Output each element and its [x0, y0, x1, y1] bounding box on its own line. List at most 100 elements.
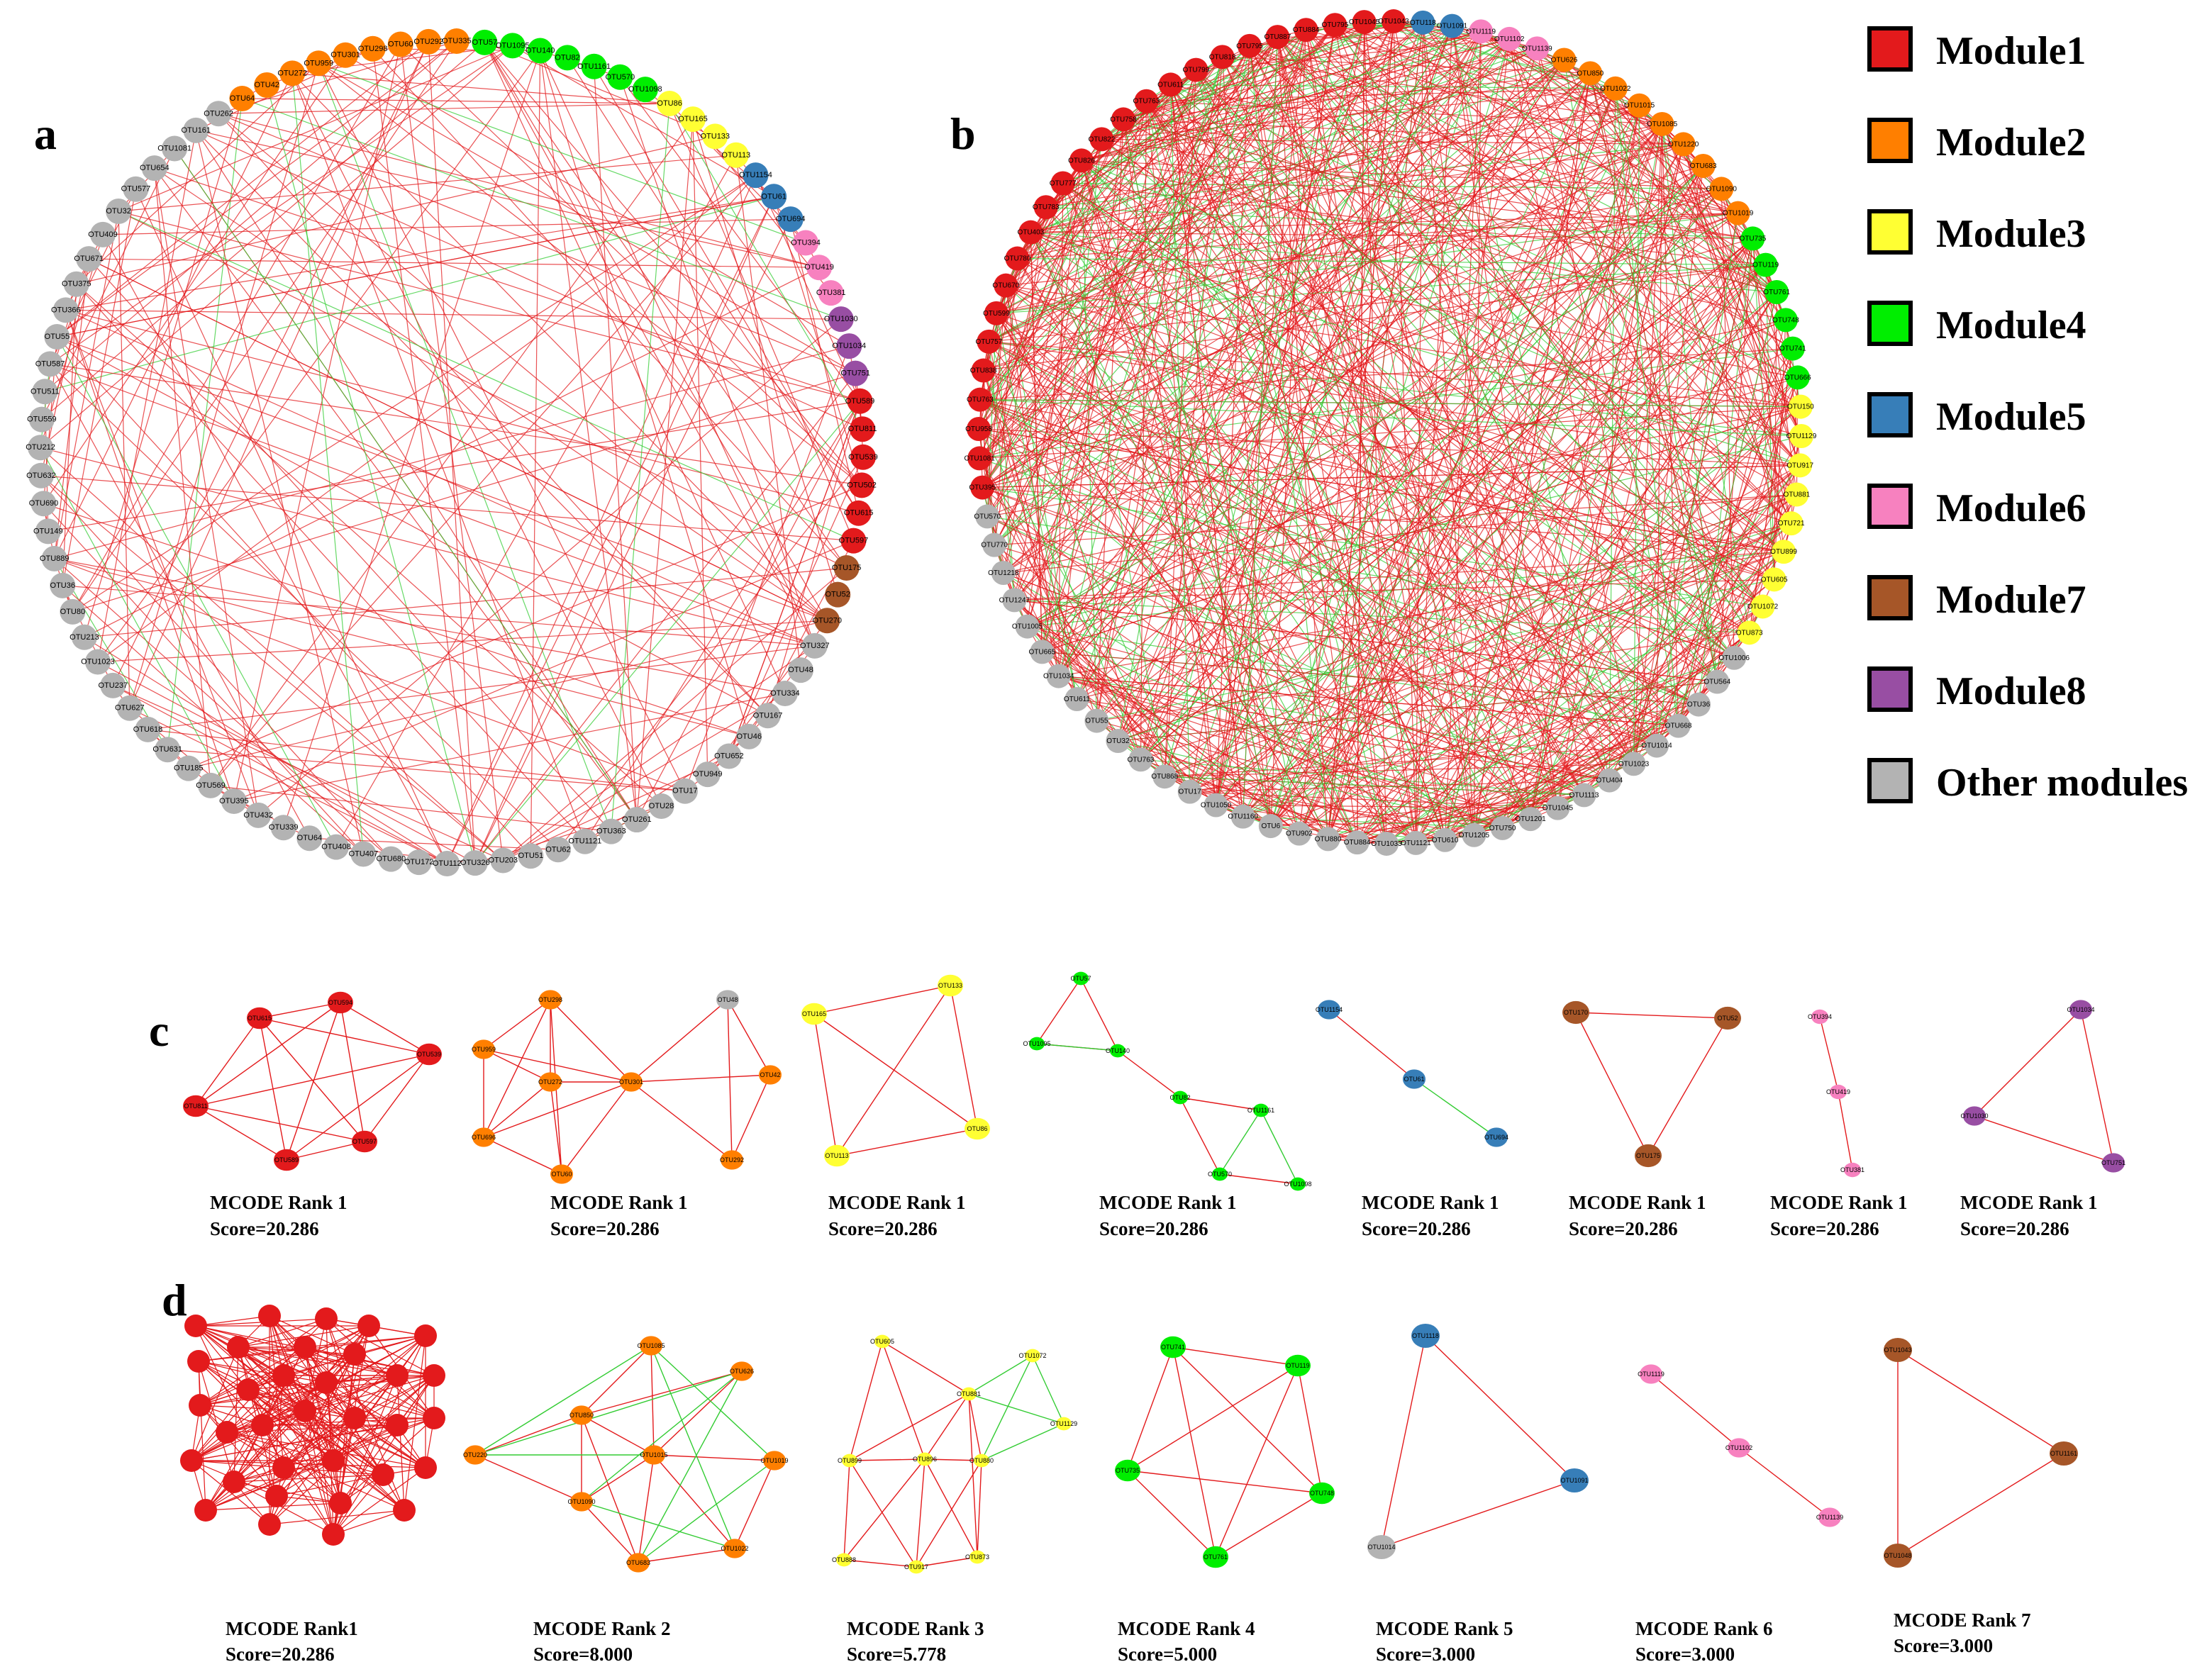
otu-node	[1811, 1009, 1828, 1025]
positive-edge	[326, 1318, 435, 1376]
positive-edge	[1974, 1009, 2082, 1117]
positive-edge	[269, 1315, 384, 1475]
positive-edge	[335, 155, 737, 847]
positive-edge	[326, 1382, 334, 1461]
otu-node-label: OTU60	[388, 40, 413, 49]
otu-node	[702, 123, 728, 150]
otu-node-label: OTU36	[50, 581, 75, 590]
otu-node	[967, 446, 992, 471]
positive-edge	[195, 1325, 306, 1412]
positive-edge	[50, 364, 310, 839]
otu-node	[570, 1405, 593, 1425]
negative-edge	[1062, 182, 1735, 659]
positive-edge	[333, 1467, 426, 1535]
otu-node	[1050, 171, 1075, 196]
positive-edge	[1738, 1447, 1830, 1518]
positive-edge	[1216, 804, 1445, 841]
positive-edge	[1042, 651, 1387, 844]
otu-node	[1788, 394, 1813, 419]
positive-edge	[584, 401, 860, 842]
otu-node	[1411, 10, 1435, 35]
positive-edge	[1030, 213, 1738, 233]
positive-edge	[269, 1315, 306, 1412]
positive-edge	[84, 98, 243, 637]
mcode-rank-caption: MCODE Rank 1	[1362, 1192, 1499, 1213]
otu-node	[1788, 453, 1813, 478]
positive-edge	[88, 258, 828, 621]
otu-node	[730, 1361, 753, 1381]
positive-edge	[1189, 703, 1699, 793]
positive-edge	[1030, 105, 1640, 233]
positive-edge	[1058, 676, 1503, 829]
otu-node-label: OTU119	[1752, 262, 1779, 269]
otu-node-label: OTU763	[967, 396, 994, 404]
otu-node-label: OTU502	[847, 481, 877, 489]
otu-node-label: OTU261	[622, 815, 652, 824]
otu-node-label: OTU741	[1161, 1344, 1185, 1351]
positive-edge	[982, 487, 1784, 552]
positive-edge	[848, 345, 863, 430]
positive-edge	[1615, 88, 1799, 378]
positive-edge	[1215, 31, 1482, 805]
otu-node-label: OTU1113	[1569, 791, 1599, 799]
positive-edge	[1081, 160, 1722, 190]
otu-node	[462, 850, 488, 876]
positive-edge	[97, 174, 756, 663]
otu-node	[1789, 423, 1813, 448]
otu-node-label: OTU880	[969, 1457, 994, 1464]
otu-node-label: OTU889	[40, 554, 70, 563]
negative-edge	[1445, 105, 1640, 840]
negative-edge	[978, 428, 1474, 836]
negative-edge	[1123, 21, 1394, 120]
otu-node	[967, 387, 992, 412]
positive-edge	[916, 1460, 982, 1568]
negative-edge	[1123, 119, 1504, 829]
otu-node	[1497, 26, 1522, 51]
otu-node	[788, 657, 814, 683]
negative-edge	[981, 1355, 1033, 1461]
positive-edge	[986, 24, 1335, 517]
positive-edge	[1058, 21, 1394, 676]
otu-node-label: OTU605	[870, 1338, 894, 1345]
otu-node-label: OTU185	[174, 764, 204, 773]
otu-node-label: OTU292	[413, 38, 443, 46]
mcode-rank-caption: MCODE Rank 4	[1118, 1618, 1255, 1639]
otu-node-label: OTU403	[1017, 229, 1044, 237]
legend-label: Module2	[1936, 121, 2086, 164]
positive-edge	[849, 1393, 969, 1461]
otu-node-label: OTU949	[693, 770, 723, 779]
positive-edge	[1006, 30, 1482, 286]
otu-node	[1640, 1364, 1662, 1384]
positive-edge	[474, 1414, 582, 1456]
negative-edge	[1656, 213, 1739, 746]
otu-node-label: OTU394	[1808, 1013, 1832, 1020]
positive-edge	[849, 1341, 883, 1461]
otu-node-label: OTU1102	[1725, 1444, 1752, 1451]
positive-edge	[502, 645, 816, 861]
negative-edge	[1170, 84, 1191, 792]
otu-node	[1784, 482, 1809, 507]
positive-edge	[333, 1474, 384, 1535]
positive-edge	[996, 313, 1329, 839]
positive-edge	[340, 1375, 435, 1504]
positive-edge	[233, 693, 786, 802]
positive-edge	[1058, 36, 1278, 676]
otu-node	[1963, 1106, 1986, 1126]
positive-edge	[1096, 720, 1357, 843]
positive-edge	[238, 1346, 398, 1376]
otu-node-label: OTU1161	[577, 62, 611, 71]
mcode-rank-caption: MCODE Rank 3	[847, 1618, 984, 1639]
otu-node-label: OTU62	[545, 845, 570, 854]
subnetwork: OTU57OTU1095OTU140OTU82OTU1161OTU570OTU1…	[1023, 971, 1312, 1191]
positive-edge	[50, 363, 816, 647]
positive-edge	[1027, 123, 1662, 627]
positive-edge	[65, 196, 774, 311]
positive-edge	[1650, 1373, 1740, 1449]
otu-node	[842, 1453, 857, 1468]
otu-node	[352, 1130, 377, 1153]
positive-edge	[48, 401, 860, 532]
positive-edge	[1334, 24, 1797, 495]
otu-node	[1572, 783, 1596, 808]
positive-edge	[996, 313, 1416, 844]
